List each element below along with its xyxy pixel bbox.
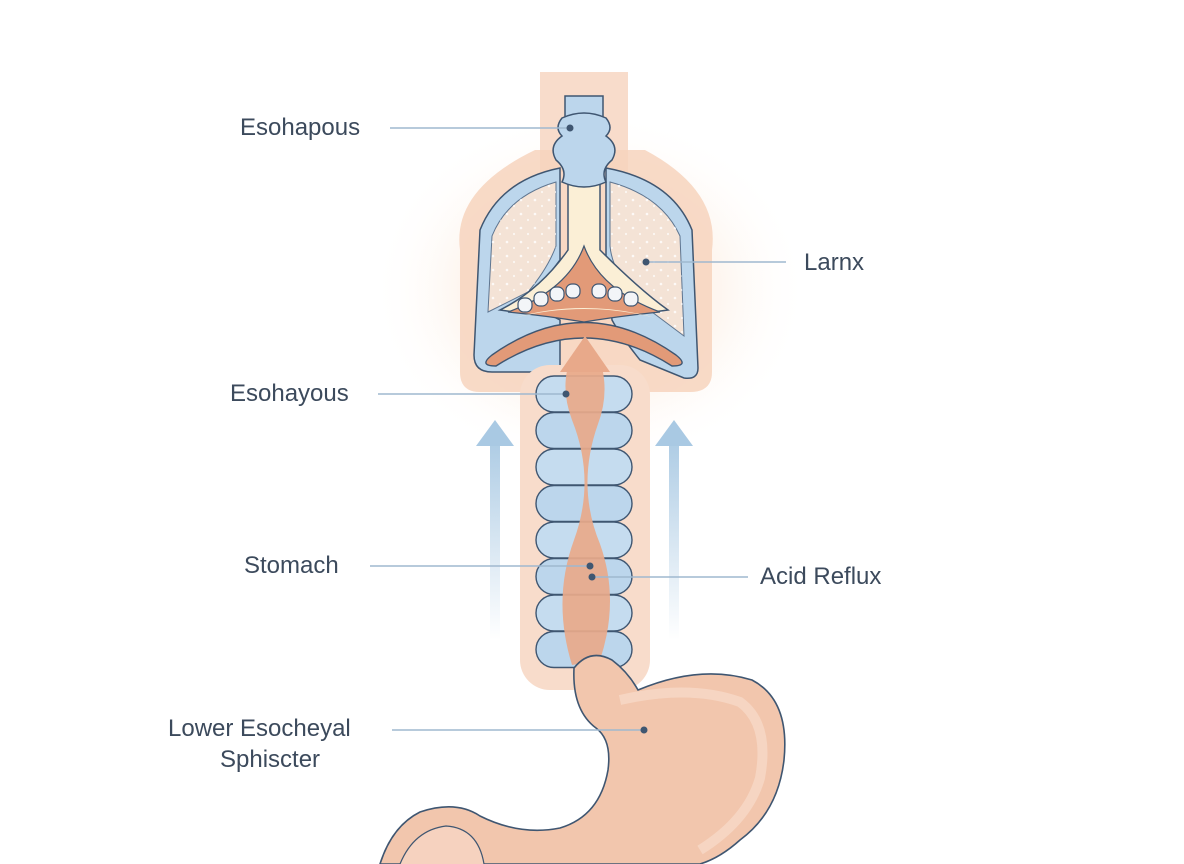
upward-arrow-icon [476,420,514,640]
leader-dot-esohapous [566,124,574,132]
leader-dot-stomach [586,562,594,570]
reflux-arrow-head [560,336,610,372]
acid-reflux-stream [562,360,610,665]
upward-arrow-icon [655,420,693,640]
larynx-cartilage [552,112,616,188]
label-stomach: Stomach [244,552,339,579]
diaphragm-arch [485,321,683,367]
leader-dot-acid-reflux [588,573,596,581]
leader-dot-lower-sphincter [640,726,648,734]
label-lower-sphincter-line2: Sphiscter [220,746,321,773]
label-lower-sphincter: Lower Esocheyal Sphiscter [168,713,380,775]
label-esohapous: Esohapous [240,114,361,141]
label-larnx: Larnx [804,249,865,276]
leader-dot-esohayous [562,390,570,398]
stomach [379,654,786,864]
arch-lining [514,308,656,318]
left-lung-texture [488,182,556,312]
label-lower-sphincter-line1: Lower Esocheyal [168,715,351,742]
stomach-highlight [618,687,768,855]
bronchial-rings [517,283,639,313]
label-esohayous: Esohayous [230,380,349,407]
leader-dot-larnx [642,258,650,266]
label-acid-reflux: Acid Reflux [760,563,882,590]
stomach-fold [399,825,485,864]
